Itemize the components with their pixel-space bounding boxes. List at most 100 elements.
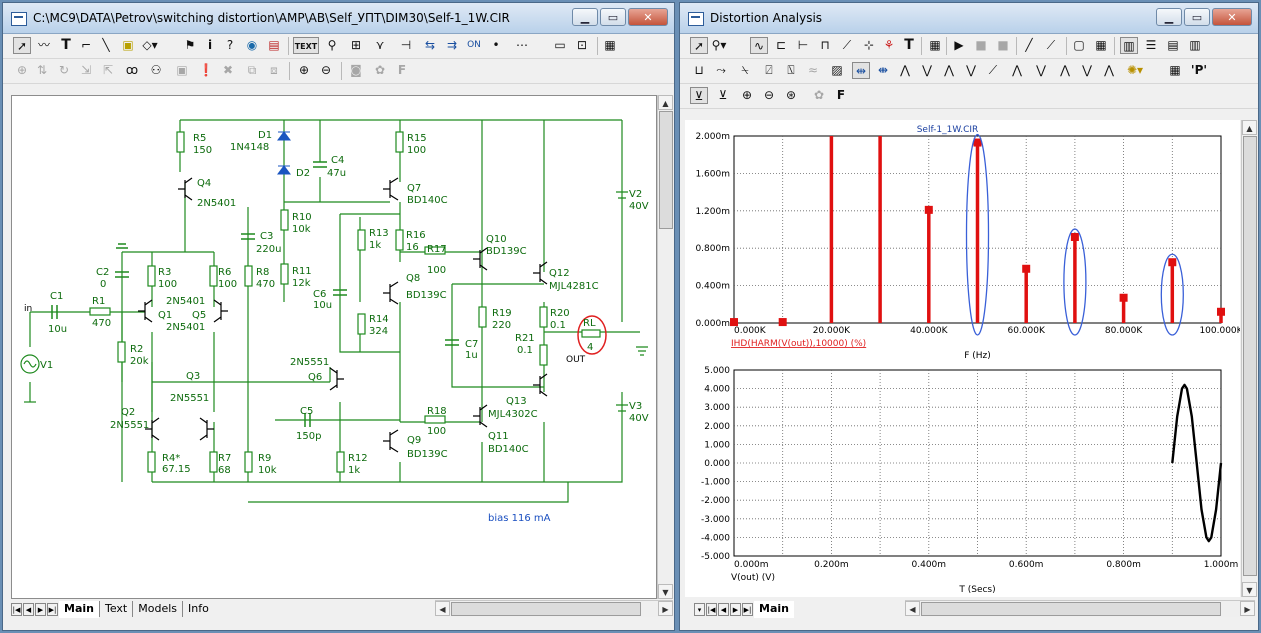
plot-hscroll[interactable]: ◀ ▶	[905, 600, 1255, 617]
line-icon[interactable]: ╱	[1025, 38, 1033, 52]
axis-grid-icon[interactable]: ▥	[1120, 37, 1138, 54]
font-icon[interactable]: F	[836, 88, 846, 102]
properties-icon[interactable]: ▦	[604, 38, 616, 52]
zoom-in-icon[interactable]: ⊕	[298, 63, 310, 77]
cursor-valley-icon[interactable]: ≈	[807, 63, 819, 77]
slope-icon[interactable]: ⟋	[842, 38, 852, 52]
find-icon[interactable]: ꝏ	[125, 63, 139, 77]
point-tag-icon[interactable]: ⊹	[863, 38, 875, 52]
schematic-vscroll-thumb[interactable]	[659, 111, 673, 229]
wire-mode-icon[interactable]: ⌐	[80, 38, 92, 52]
binoculars-icon[interactable]: ⚇	[150, 63, 162, 77]
mirror-icon[interactable]: ⊕	[16, 63, 28, 77]
component-icon[interactable]: ▤	[268, 38, 280, 52]
schematic-canvas[interactable]: R5 150 Q4 2N5401 D1 1N4148 D2 C4 47u R15…	[11, 95, 657, 599]
bottom-icon[interactable]: ⋁	[1082, 63, 1092, 77]
cursor-step-icon[interactable]: ⇼	[877, 63, 889, 77]
next-tab-icon[interactable]: ▶	[730, 602, 741, 616]
paste-icon[interactable]: ⧈	[270, 63, 278, 77]
help-icon[interactable]: ?	[226, 38, 234, 52]
plot-hscroll-thumb[interactable]	[921, 602, 1221, 616]
cursor-tool-icon[interactable]: ⊏	[775, 38, 787, 52]
fit-icon[interactable]: ⊡	[576, 38, 588, 52]
scroll-down-arrow-icon[interactable]: ▼	[658, 584, 673, 599]
pin-connections-icon[interactable]: ⊞	[350, 38, 362, 52]
grid-dots-icon[interactable]: ⋯▾	[516, 38, 528, 69]
flag-pin-icon[interactable]: ⚑	[184, 38, 196, 52]
line-icon[interactable]: ╲	[102, 38, 110, 52]
p-mark-icon[interactable]: 'P'	[1190, 63, 1208, 77]
waveform-icon[interactable]: ∿	[750, 37, 768, 54]
tab-info[interactable]: Info	[182, 601, 214, 617]
dropdown-tab-icon[interactable]: ▾	[694, 602, 705, 616]
x-scale-icon[interactable]: ⊻	[690, 87, 708, 104]
tag-icon[interactable]: ⊢	[797, 38, 809, 52]
pin-icon[interactable]: •—•	[490, 38, 502, 86]
tab-text[interactable]: Text	[98, 601, 132, 617]
schematic-hscroll[interactable]: ◀ ▶	[435, 600, 673, 617]
scroll-right-arrow-icon[interactable]: ▶	[658, 601, 673, 616]
underline-icon[interactable]: ⊔	[694, 63, 704, 77]
y-scale-icon[interactable]: ⊻	[718, 88, 728, 102]
valley-icon[interactable]: ⋁	[922, 63, 932, 77]
horizontal-tag-icon[interactable]: ⚘	[883, 38, 895, 52]
cursor-peak-icon[interactable]: ⍂	[787, 63, 795, 77]
stop-icon[interactable]: ■	[975, 38, 987, 52]
global-low-icon[interactable]: ⋁	[1036, 63, 1046, 77]
zoom-out-icon[interactable]: ⊖	[320, 63, 332, 77]
display-icon[interactable]: ▣	[176, 63, 188, 77]
font-icon[interactable]: F	[397, 63, 407, 77]
run-icon[interactable]: ▶	[954, 38, 964, 52]
global-high-icon[interactable]: ⋀	[1012, 63, 1022, 77]
trace-icon[interactable]: ⋀	[1104, 63, 1114, 77]
peak-a-icon[interactable]: ⋀	[900, 63, 910, 77]
text-tool-icon[interactable]: T	[904, 37, 914, 53]
snapshot-icon[interactable]: ◙	[350, 63, 362, 77]
grid-icon[interactable]: ▦	[1095, 38, 1107, 52]
minor-grid-icon[interactable]: ☰	[1145, 38, 1157, 52]
first-tab-icon[interactable]: |◀	[706, 602, 717, 616]
scroll-left-arrow-icon[interactable]: ◀	[905, 601, 920, 616]
on-off-icon[interactable]: ON	[467, 40, 481, 50]
text-toggle-button[interactable]: TEXT	[293, 37, 319, 54]
stop-icon[interactable]: ❗	[198, 63, 214, 77]
wire-icon[interactable]: 〰	[37, 38, 50, 52]
schematic-vscroll[interactable]: ▲ ▼	[657, 95, 674, 599]
color-icon[interactable]: ✿	[374, 63, 386, 77]
major-grid-icon[interactable]: ▤	[1167, 38, 1179, 52]
scroll-up-arrow-icon[interactable]: ▲	[658, 95, 673, 110]
top-icon[interactable]: ⋀	[1060, 63, 1070, 77]
scroll-up-arrow-icon[interactable]: ▲	[1242, 120, 1257, 135]
properties-icon[interactable]: ▦	[929, 38, 941, 52]
color-icon[interactable]: ✿	[813, 88, 825, 102]
flip-icon[interactable]: ⇅	[36, 63, 48, 77]
text-tool-icon[interactable]: T	[61, 37, 71, 53]
pause-icon[interactable]: ■	[997, 38, 1009, 52]
close-button[interactable]: ✕	[1212, 8, 1252, 26]
step-box-icon[interactable]: ⇱	[102, 63, 114, 77]
plot-vscroll-thumb[interactable]	[1243, 136, 1257, 576]
cursor-right-icon[interactable]: ⍁	[765, 63, 773, 77]
grid-text-icon[interactable]: ⋎	[375, 38, 385, 52]
cursor-left-icon[interactable]: ⍀	[741, 63, 749, 77]
maximize-button[interactable]: ▭	[1184, 8, 1210, 26]
minimize-button[interactable]: ▁	[1156, 8, 1182, 26]
maximize-button[interactable]: ▭	[600, 8, 626, 26]
node-numbers-icon[interactable]: ⚲	[327, 38, 337, 52]
last-tab-icon[interactable]: ▶|	[742, 602, 753, 616]
node-voltage-icon[interactable]: ⊣	[400, 38, 412, 52]
low-icon[interactable]: ⋁	[966, 63, 976, 77]
scroll-down-arrow-icon[interactable]: ▼	[1242, 582, 1257, 597]
flag-icon[interactable]: ▣	[122, 38, 134, 52]
peak-icon[interactable]: ⊓	[820, 38, 830, 52]
point-line-icon[interactable]: ⟋	[1046, 38, 1056, 52]
step-icon[interactable]: ⇲	[80, 63, 92, 77]
rotate-icon[interactable]: ↻	[58, 63, 70, 77]
table-icon[interactable]: ▦	[1169, 63, 1181, 77]
schematic-titlebar[interactable]: C:\MC9\DATA\Petrov\switching distortion\…	[3, 3, 674, 34]
last-tab-icon[interactable]: ▶|	[47, 602, 58, 616]
zoom-in-icon[interactable]: ⊕	[741, 88, 753, 102]
cursor-mode-icon[interactable]: ⇹	[852, 62, 870, 79]
zoom-out-icon[interactable]: ⊖	[763, 88, 775, 102]
